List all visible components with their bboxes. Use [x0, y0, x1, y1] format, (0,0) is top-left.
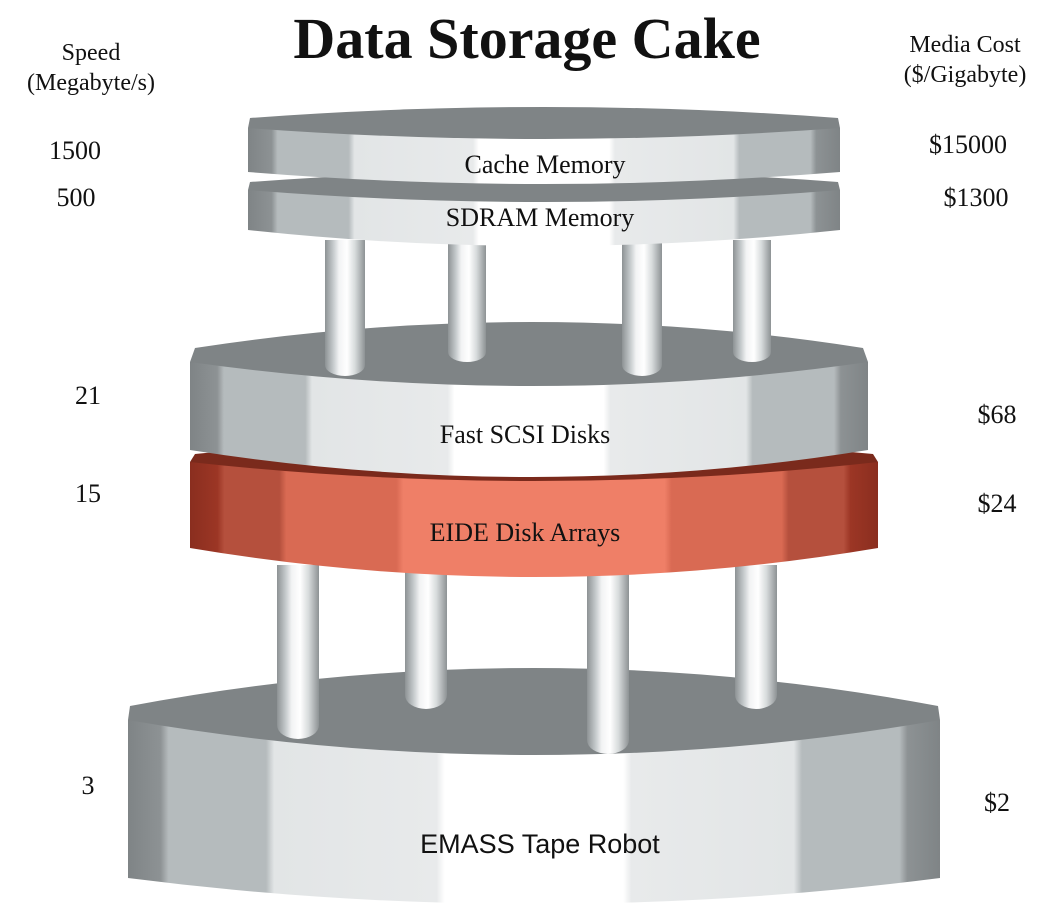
tier-label: EIDE Disk Arrays	[430, 518, 621, 547]
speed-header-line1: Speed	[62, 40, 121, 66]
upper-pillars	[325, 240, 771, 376]
pillar-icon	[587, 565, 629, 754]
speed-value: 15	[75, 479, 101, 508]
tier-emass-tape-robot	[128, 668, 940, 904]
cost-value: $1300	[944, 183, 1009, 212]
tier-sdram-side	[248, 190, 840, 246]
lower-pillars	[277, 565, 777, 754]
page-title: Data Storage Cake	[293, 6, 760, 71]
speed-value: 21	[75, 381, 101, 410]
pillar-icon	[735, 565, 777, 709]
speed-value: 3	[82, 771, 95, 800]
cost-header-line2: ($/Gigabyte)	[904, 62, 1027, 88]
tier-label: SDRAM Memory	[446, 203, 635, 232]
tier-emass-side	[128, 720, 940, 904]
cost-value: $2	[984, 788, 1010, 817]
tier-label: Fast SCSI Disks	[440, 420, 611, 449]
tier-cache-side	[248, 128, 840, 184]
speed-value: 1500	[49, 136, 101, 165]
tier-cache-top	[248, 107, 840, 139]
cost-value: $24	[978, 489, 1017, 518]
pillar-icon	[733, 240, 771, 362]
pillar-icon	[277, 565, 319, 739]
tier-label: Cache Memory	[464, 150, 625, 179]
cost-value: $68	[978, 400, 1017, 429]
speed-header-line2: (Megabyte/s)	[27, 70, 155, 96]
pillar-icon	[325, 240, 365, 376]
speed-value: 500	[57, 183, 96, 212]
pillar-icon	[448, 240, 486, 362]
cost-value: $15000	[929, 130, 1007, 159]
cost-header-line1: Media Cost	[909, 32, 1021, 58]
pillar-icon	[622, 240, 662, 376]
tier-label: EMASS Tape Robot	[420, 829, 660, 859]
pillar-icon	[405, 565, 447, 709]
tier-eide-side	[190, 462, 878, 577]
tier-scsi-side	[190, 362, 868, 477]
tier-cache-memory	[248, 107, 840, 184]
